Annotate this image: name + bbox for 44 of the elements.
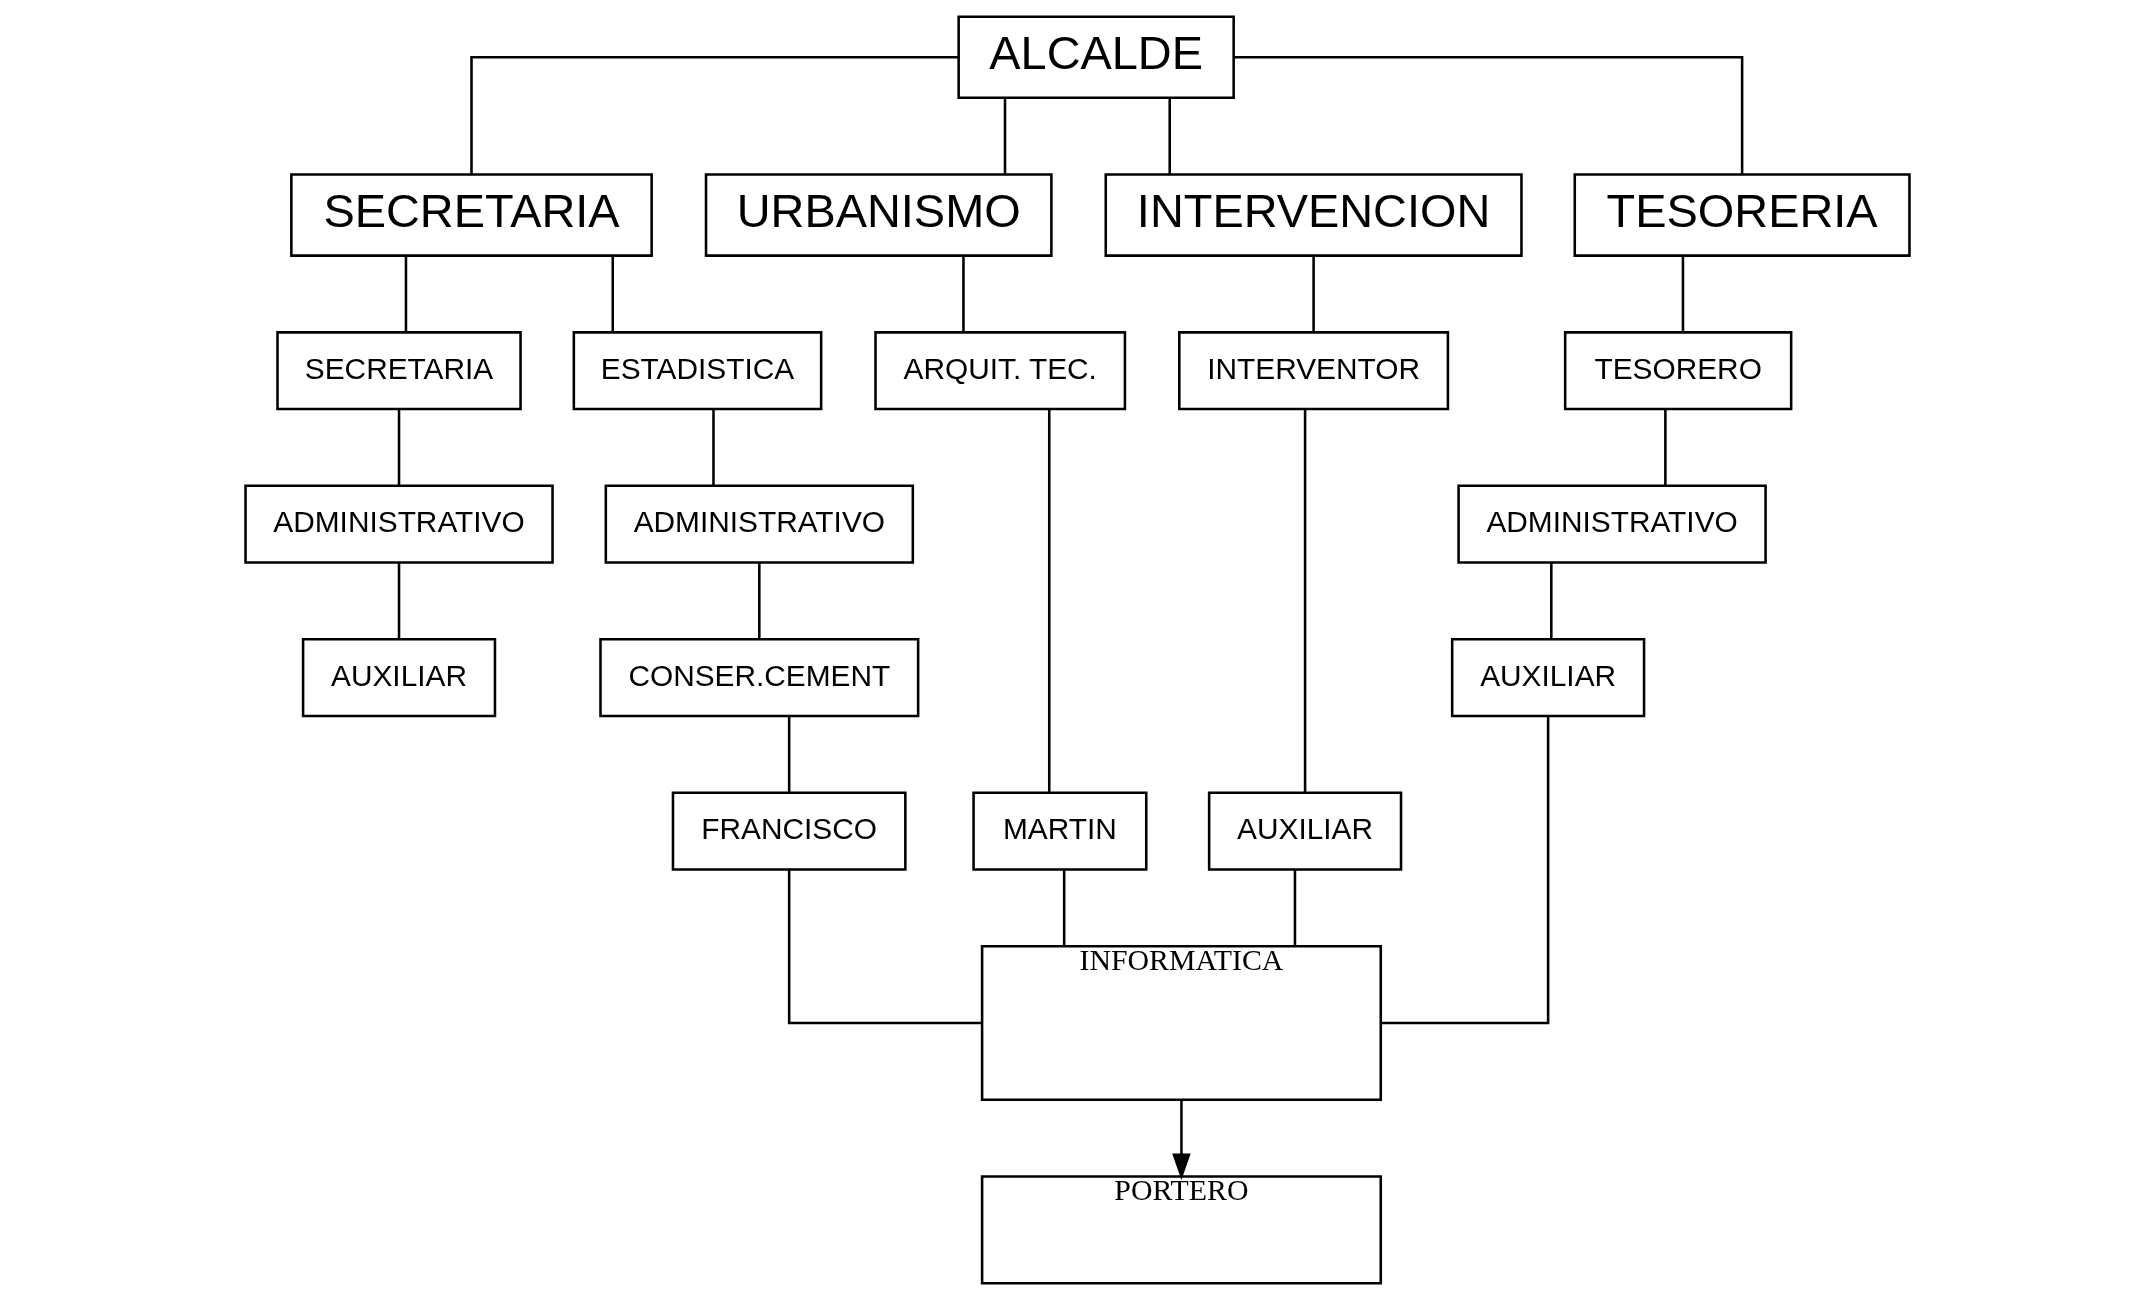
node-box: URBANISMO bbox=[704, 173, 1053, 257]
connector bbox=[397, 409, 401, 485]
node-box: FRANCISCO bbox=[671, 791, 907, 871]
node-box: ESTADISTICA bbox=[572, 331, 823, 411]
connector bbox=[712, 409, 715, 485]
connector bbox=[1312, 256, 1315, 332]
node-box: ALCALDE bbox=[957, 15, 1235, 100]
node-box: AUXILIAR bbox=[301, 638, 497, 718]
connector bbox=[787, 716, 791, 792]
connector bbox=[1550, 562, 1553, 639]
connector bbox=[1303, 409, 1307, 793]
node-box: PORTERO bbox=[980, 1175, 1383, 1285]
connector bbox=[1681, 256, 1685, 332]
connector bbox=[962, 256, 965, 332]
node-box: SECRETARIA bbox=[290, 173, 653, 257]
node-box: MARTIN bbox=[972, 791, 1148, 871]
connector bbox=[1293, 870, 1297, 947]
arrow bbox=[1172, 1100, 1191, 1180]
node-box: ADMINISTRATIVO bbox=[1457, 484, 1767, 564]
connector bbox=[611, 256, 615, 332]
node-box: INFORMATICA bbox=[980, 945, 1383, 1102]
connector bbox=[397, 562, 401, 639]
node-box: ARQUIT. TEC. bbox=[874, 331, 1127, 411]
connector bbox=[1003, 97, 1007, 175]
connector bbox=[404, 256, 408, 332]
connector bbox=[1233, 56, 1744, 175]
connector bbox=[758, 562, 761, 639]
node-box: INTERVENCION bbox=[1104, 173, 1523, 257]
connector bbox=[1168, 97, 1171, 175]
node-box: AUXILIAR bbox=[1450, 638, 1646, 718]
connector bbox=[470, 56, 959, 175]
connector bbox=[787, 870, 982, 1025]
connector bbox=[1380, 716, 1550, 1025]
node-box: SECRETARIA bbox=[276, 331, 522, 411]
node-box: ADMINISTRATIVO bbox=[244, 484, 554, 564]
connector bbox=[1047, 409, 1051, 793]
connector bbox=[1062, 870, 1066, 947]
node-box: TESORERO bbox=[1563, 331, 1793, 411]
node-box: TESORERIA bbox=[1573, 173, 1911, 257]
connector bbox=[1664, 409, 1667, 485]
node-box: ADMINISTRATIVO bbox=[604, 484, 915, 564]
node-box: AUXILIAR bbox=[1207, 791, 1403, 871]
node-box: CONSER.CEMENT bbox=[599, 638, 920, 718]
node-box: INTERVENTOR bbox=[1178, 331, 1450, 411]
